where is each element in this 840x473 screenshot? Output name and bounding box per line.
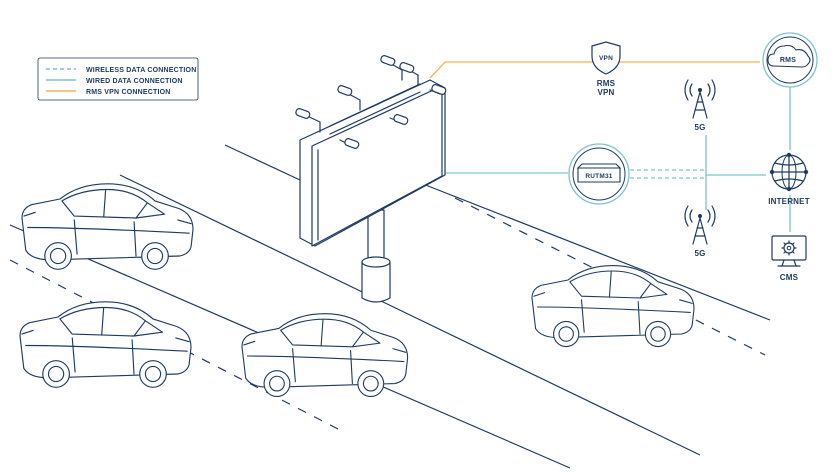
road-edge-far bbox=[399, 174, 771, 321]
monitor-gear-icon bbox=[771, 235, 807, 267]
car-icon bbox=[19, 301, 192, 388]
car-icon bbox=[531, 265, 695, 348]
router-icon: RUTM31 bbox=[568, 143, 630, 205]
internet-label: INTERNET bbox=[768, 197, 810, 206]
road-edge-right bbox=[224, 144, 301, 181]
rms-vpn-label-line1: RMS bbox=[597, 79, 616, 88]
legend-label-wireless: WIRELESS DATA CONNECTION bbox=[86, 67, 196, 74]
billboard-icon bbox=[295, 55, 447, 303]
cms-label: CMS bbox=[780, 273, 799, 282]
cell-tower-icon: 5G bbox=[684, 79, 716, 132]
cloud-icon: RMS bbox=[762, 32, 818, 88]
connections bbox=[429, 61, 791, 232]
vpn-badge-label: VPN bbox=[599, 55, 613, 62]
tower-top-label: 5G bbox=[694, 123, 705, 132]
legend: WIRELESS DATA CONNECTION WIRED DATA CONN… bbox=[37, 57, 199, 101]
rms-cloud-label: RMS bbox=[780, 57, 796, 64]
car-icon bbox=[21, 183, 194, 270]
legend-label-vpn: RMS VPN CONNECTION bbox=[86, 89, 171, 96]
cell-tower-icon: 5G bbox=[684, 205, 716, 258]
road-edge-middle bbox=[119, 174, 701, 456]
router-label: RUTM31 bbox=[585, 173, 612, 180]
lane-dash-right bbox=[454, 197, 766, 356]
legend-frame bbox=[37, 57, 199, 101]
shield-icon: VPN bbox=[591, 41, 621, 75]
globe-icon bbox=[769, 152, 809, 192]
tower-bottom-label: 5G bbox=[694, 249, 705, 258]
rms-vpn-label-line2: VPN bbox=[597, 88, 614, 97]
legend-label-wired: WIRED DATA CONNECTION bbox=[86, 78, 183, 85]
vpn-connection-line bbox=[429, 61, 760, 79]
car-icon bbox=[241, 313, 409, 398]
